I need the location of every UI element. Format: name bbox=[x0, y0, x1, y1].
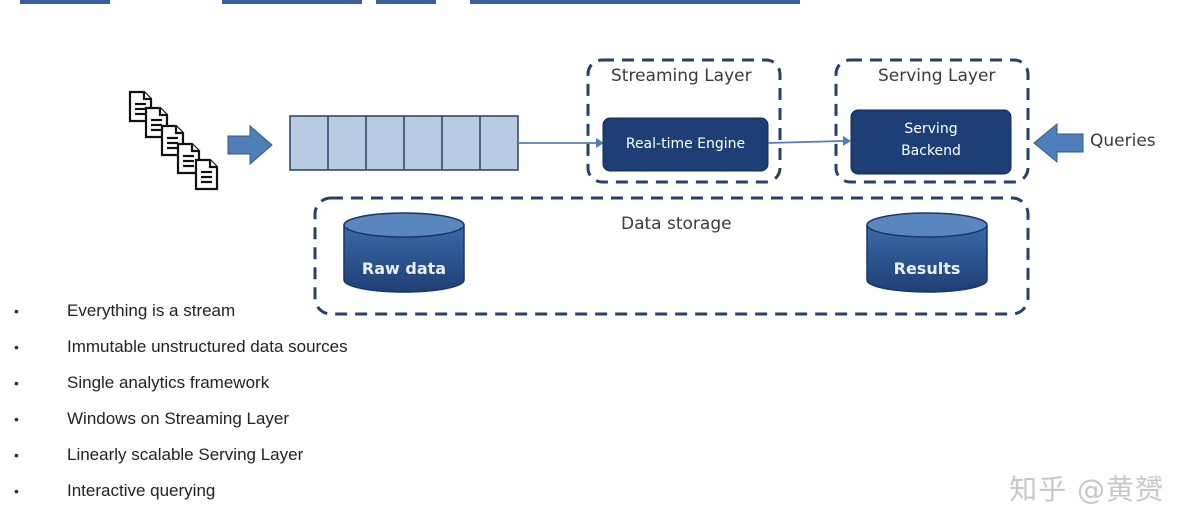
document-stack-icon bbox=[128, 90, 219, 191]
serving-layer-label: Serving Layer bbox=[878, 66, 996, 86]
bullet-text: Interactive querying bbox=[67, 481, 216, 500]
serving-backend-box bbox=[850, 109, 1012, 175]
bullet-text: Windows on Streaming Layer bbox=[67, 409, 290, 428]
results-database-icon bbox=[866, 212, 988, 293]
queue-icon bbox=[289, 115, 519, 171]
bullet-item: • Linearly scalable Serving Layer bbox=[0, 440, 520, 476]
serving-layer-box bbox=[834, 58, 1030, 184]
bullet-dot-icon: • bbox=[14, 375, 19, 391]
raw-data-database-icon bbox=[343, 212, 465, 293]
zhihu-watermark: 知乎 @黄赟 bbox=[1009, 473, 1164, 506]
streaming-layer-box bbox=[586, 58, 782, 184]
results-label: Results bbox=[893, 259, 961, 278]
queries-arrow-icon bbox=[1033, 122, 1084, 164]
feature-bullet-list: • Everything is a stream • Immutable uns… bbox=[0, 296, 520, 512]
bullet-dot-icon: • bbox=[14, 483, 19, 499]
engine-to-backend-connector bbox=[767, 140, 844, 144]
backend-line-2: Backend bbox=[901, 143, 961, 159]
queries-label: Queries bbox=[1090, 131, 1156, 151]
realtime-engine-label: Real-time Engine bbox=[625, 136, 746, 152]
bullet-dot-icon: • bbox=[14, 411, 19, 427]
bullet-item: • Interactive querying bbox=[0, 476, 520, 512]
bullet-text: Linearly scalable Serving Layer bbox=[67, 445, 304, 464]
bullet-item: • Immutable unstructured data sources bbox=[0, 332, 520, 368]
bullet-text: Everything is a stream bbox=[67, 301, 236, 320]
backend-line-1: Serving bbox=[904, 121, 958, 137]
raw-data-label: Raw data bbox=[361, 259, 447, 278]
input-arrow-icon bbox=[227, 124, 273, 166]
bullet-item: • Everything is a stream bbox=[0, 296, 520, 332]
bullet-dot-icon: • bbox=[14, 303, 19, 319]
bullet-dot-icon: • bbox=[14, 339, 19, 355]
architecture-diagram bbox=[128, 58, 1084, 316]
bullet-text: Immutable unstructured data sources bbox=[67, 337, 348, 356]
data-storage-box bbox=[313, 196, 1030, 316]
data-storage-label: Data storage bbox=[621, 214, 732, 234]
streaming-layer-label: Streaming Layer bbox=[611, 66, 752, 86]
serving-backend-label: Serving Backend bbox=[851, 118, 1011, 162]
bullet-item: • Windows on Streaming Layer bbox=[0, 404, 520, 440]
bullet-text: Single analytics framework bbox=[67, 373, 270, 392]
cut-off-title bbox=[0, 0, 1180, 14]
realtime-engine-box bbox=[602, 117, 769, 172]
bullet-item: • Single analytics framework bbox=[0, 368, 520, 404]
bullet-dot-icon: • bbox=[14, 447, 19, 463]
